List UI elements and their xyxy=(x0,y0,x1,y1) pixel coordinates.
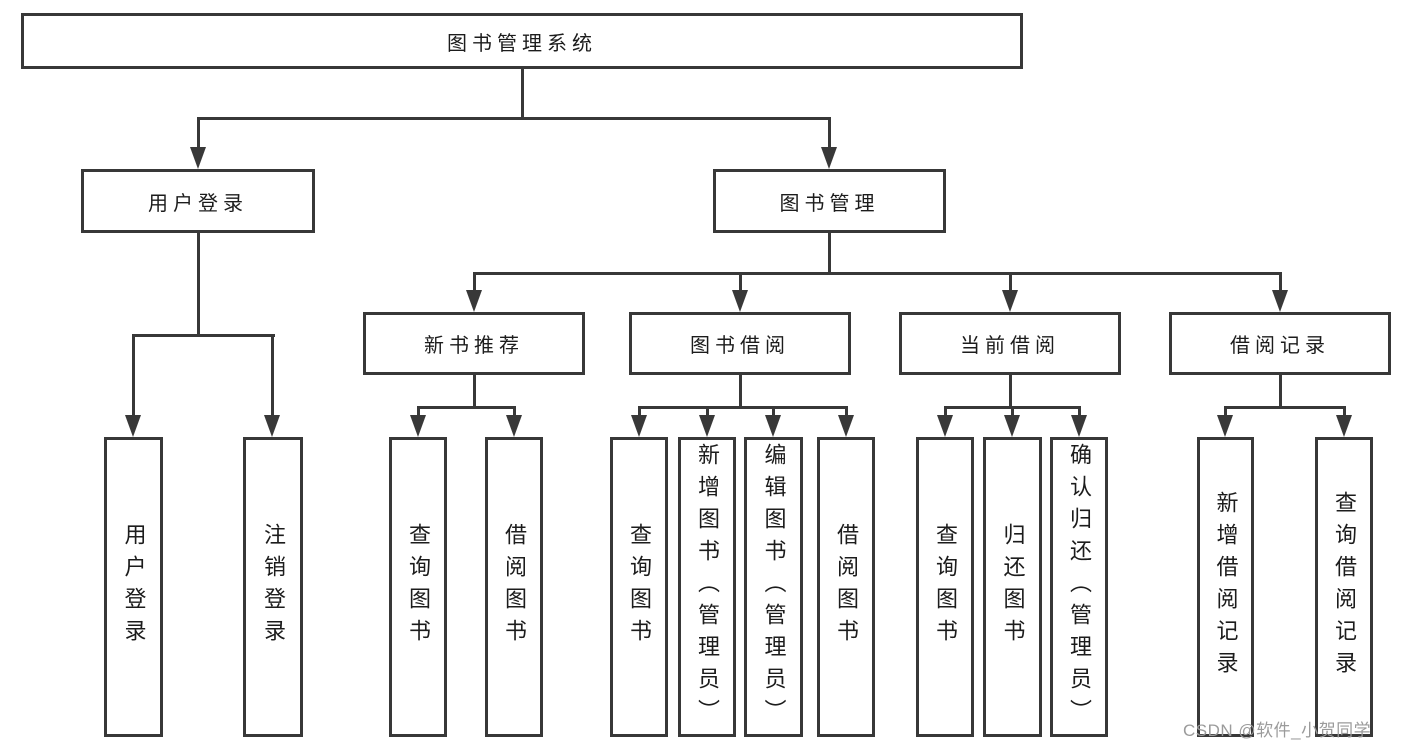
connector-line xyxy=(1078,407,1081,417)
connector-line xyxy=(706,407,709,417)
leaf-logout: 注销登录 xyxy=(243,437,303,737)
connector-line xyxy=(271,335,274,417)
arrowhead xyxy=(765,415,781,437)
arrowhead xyxy=(838,415,854,437)
connector-line xyxy=(1009,273,1012,292)
connector-line xyxy=(473,375,476,409)
arrowhead xyxy=(1004,415,1020,437)
arrowhead xyxy=(821,147,837,169)
connector-line xyxy=(944,407,947,417)
connector-line xyxy=(197,118,200,149)
connector-line xyxy=(1011,407,1014,417)
leaf-label: 借阅图书 xyxy=(502,523,527,651)
connector-line xyxy=(132,335,135,417)
leaf-return-books: 归还图书 xyxy=(983,437,1042,737)
leaf-query-books-borrowing: 查询图书 xyxy=(610,437,668,737)
connector-line xyxy=(1279,273,1282,292)
leaf-label: 新增借阅记录 xyxy=(1213,491,1239,683)
connector-line xyxy=(132,334,275,337)
connector-line xyxy=(739,375,742,409)
connector-line xyxy=(1224,407,1227,417)
leaf-query-borrow-record: 查询借阅记录 xyxy=(1315,437,1373,737)
leaf-label: 查询图书 xyxy=(933,523,958,651)
connector-line xyxy=(638,406,848,409)
connector-line xyxy=(828,118,831,149)
leaf-add-borrow-record: 新增借阅记录 xyxy=(1197,437,1254,737)
node-current-borrowing: 当前借阅 xyxy=(899,312,1121,375)
leaf-label: 确认归还（管理员） xyxy=(1067,443,1092,731)
leaf-label: 查询借阅记录 xyxy=(1332,491,1357,683)
arrowhead xyxy=(466,290,482,312)
connector-line xyxy=(828,233,831,273)
arrowhead xyxy=(125,415,141,437)
leaf-user-login: 用户登录 xyxy=(104,437,163,737)
leaf-add-books-admin: 新增图书（管理员） xyxy=(678,437,736,737)
node-book-management: 图书管理 xyxy=(713,169,946,233)
leaf-edit-books-admin: 编辑图书（管理员） xyxy=(744,437,803,737)
leaf-query-books-recommend: 查询图书 xyxy=(389,437,447,737)
connector-line xyxy=(197,117,831,120)
arrowhead xyxy=(1002,290,1018,312)
connector-line xyxy=(1009,375,1012,409)
connector-line xyxy=(417,406,516,409)
connector-line xyxy=(473,272,1282,275)
node-borrowing-records: 借阅记录 xyxy=(1169,312,1391,375)
arrowhead xyxy=(1272,290,1288,312)
connector-line xyxy=(1279,375,1282,409)
arrowhead xyxy=(190,147,206,169)
leaf-label: 编辑图书（管理员） xyxy=(761,443,787,731)
connector-line xyxy=(197,233,200,335)
leaf-label: 借阅图书 xyxy=(834,523,859,651)
arrowhead xyxy=(1336,415,1352,437)
connector-line xyxy=(638,407,641,417)
leaf-label: 归还图书 xyxy=(1000,523,1026,651)
arrowhead xyxy=(506,415,522,437)
connector-line xyxy=(1224,406,1346,409)
connector-line xyxy=(845,407,848,417)
arrowhead xyxy=(264,415,280,437)
leaf-confirm-return-admin: 确认归还（管理员） xyxy=(1050,437,1108,737)
arrowhead xyxy=(732,290,748,312)
connector-line xyxy=(521,69,524,118)
arrowhead xyxy=(631,415,647,437)
connector-line xyxy=(513,407,516,417)
leaf-borrow-books-recommend: 借阅图书 xyxy=(485,437,543,737)
leaf-label: 用户登录 xyxy=(121,523,147,651)
leaf-label: 注销登录 xyxy=(261,523,286,651)
connector-line xyxy=(417,407,420,417)
arrowhead xyxy=(410,415,426,437)
leaf-label: 查询图书 xyxy=(406,523,431,651)
node-user-login: 用户登录 xyxy=(81,169,315,233)
connector-line xyxy=(1343,407,1346,417)
connector-line xyxy=(772,407,775,417)
arrowhead xyxy=(1217,415,1233,437)
leaf-label: 新增图书（管理员） xyxy=(695,443,720,731)
leaf-query-books-current: 查询图书 xyxy=(916,437,974,737)
arrowhead xyxy=(1071,415,1087,437)
node-library-management-system: 图书管理系统 xyxy=(21,13,1023,69)
node-book-borrowing: 图书借阅 xyxy=(629,312,851,375)
connector-line xyxy=(473,273,476,292)
csdn-watermark: CSDN @软件_小贺同学 xyxy=(1183,721,1372,740)
leaf-borrow-books-borrowing: 借阅图书 xyxy=(817,437,875,737)
arrowhead xyxy=(937,415,953,437)
connector-line xyxy=(739,273,742,292)
node-new-book-recommendation: 新书推荐 xyxy=(363,312,585,375)
arrowhead xyxy=(699,415,715,437)
leaf-label: 查询图书 xyxy=(627,523,652,651)
